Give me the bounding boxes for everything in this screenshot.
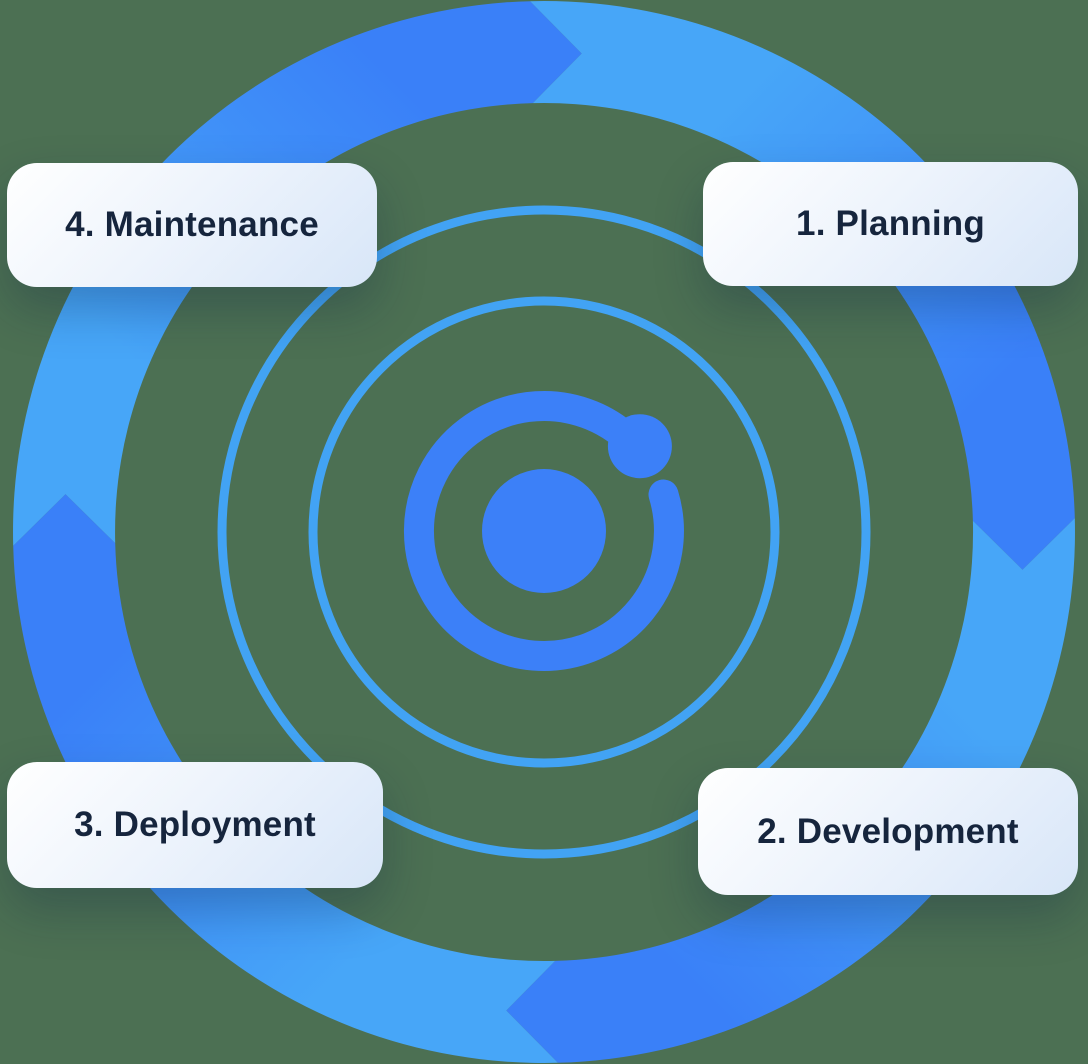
ionic-logo-dot bbox=[607, 414, 672, 479]
step-label-maintenance: 4. Maintenance bbox=[65, 205, 319, 244]
ionic-logo-icon bbox=[403, 391, 684, 671]
step-card-deployment: 3. Deployment bbox=[7, 762, 383, 888]
step-card-maintenance: 4. Maintenance bbox=[7, 163, 377, 287]
ionic-logo-ring bbox=[403, 391, 684, 671]
step-label-deployment: 3. Deployment bbox=[74, 805, 316, 844]
step-card-development: 2. Development bbox=[698, 768, 1078, 895]
step-label-planning: 1. Planning bbox=[796, 204, 985, 243]
step-card-planning: 1. Planning bbox=[703, 162, 1078, 286]
step-label-development: 2. Development bbox=[757, 811, 1019, 851]
ionic-logo-core bbox=[482, 469, 606, 593]
orbit-ring-outer bbox=[217, 205, 871, 859]
orbit-ring-inner bbox=[308, 296, 780, 768]
